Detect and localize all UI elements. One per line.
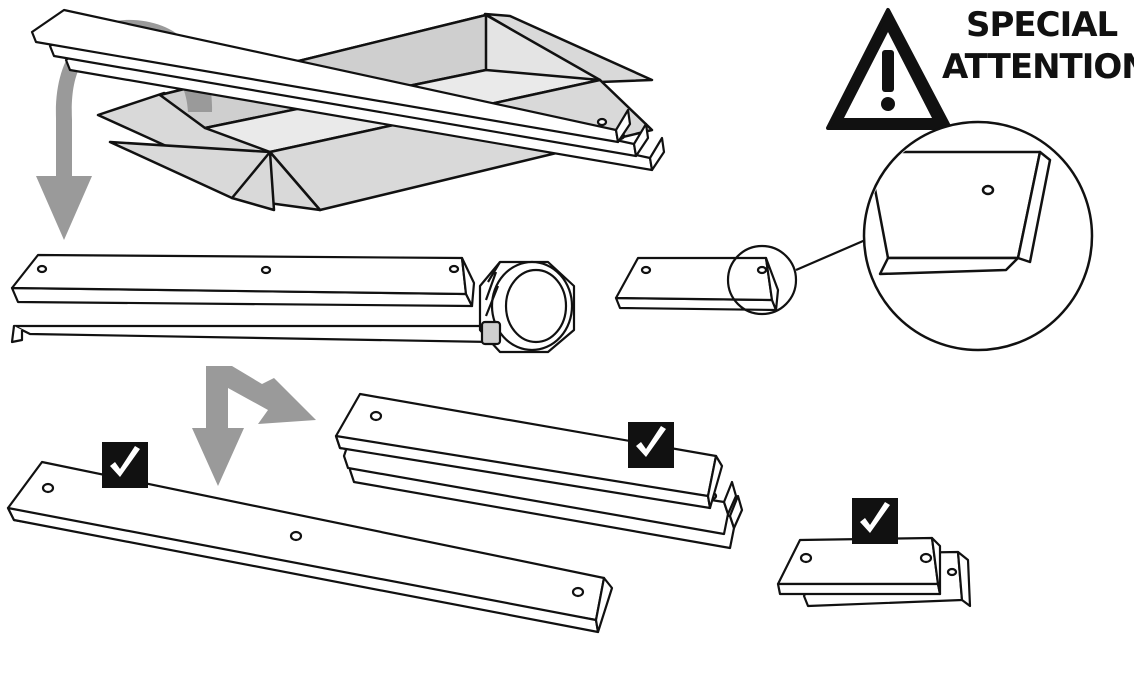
split-arrow-icon xyxy=(192,366,316,486)
curved-arrow-icon xyxy=(36,19,213,241)
tape-measure-icon xyxy=(10,260,576,354)
board-stack-long xyxy=(6,8,666,634)
special-attention-line2: ATTENTION xyxy=(942,47,1134,87)
checkmark-icon xyxy=(852,498,898,544)
long-board-measured xyxy=(10,253,476,308)
checkmark-icon xyxy=(102,442,148,488)
special-attention-line1: SPECIAL xyxy=(966,5,1118,45)
board-stack-medium xyxy=(334,392,744,550)
warning-triangle-icon xyxy=(826,8,952,130)
short-board-detail xyxy=(614,236,871,316)
board-stack-short xyxy=(776,536,972,608)
magnifier-circle xyxy=(862,120,1094,352)
checkmark-icon xyxy=(628,422,674,468)
